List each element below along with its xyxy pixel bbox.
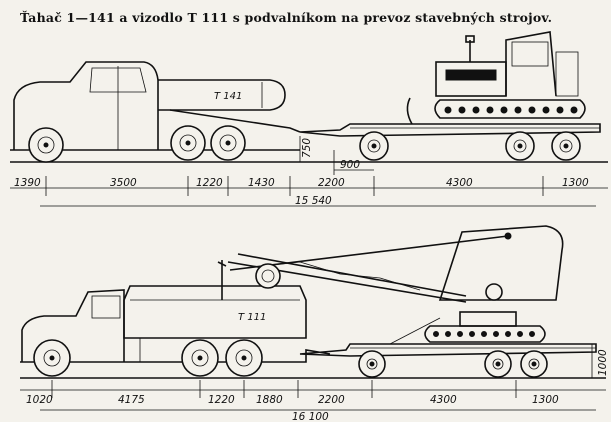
- bottom-excavator: [217, 225, 564, 345]
- bottom-truck-cab: [21, 289, 125, 362]
- top-total-label: 15 540: [295, 195, 332, 207]
- top-dim-4: 1430: [248, 177, 275, 189]
- top-bulldozer: [406, 31, 586, 125]
- bottom-dim-1: 1020: [26, 394, 53, 406]
- bottom-dim-3: 1220: [208, 394, 235, 406]
- top-offset-label: 900: [340, 159, 360, 171]
- bottom-height-label: 1000: [597, 349, 609, 376]
- top-drawbar: [169, 109, 301, 133]
- bottom-dim-5: 2200: [318, 394, 345, 406]
- bottom-dim-7: 1300: [532, 394, 559, 406]
- bottom-trailer-bed: [299, 343, 597, 357]
- bottom-dim-ticks: [51, 380, 517, 398]
- bottom-dim-4: 1880: [256, 394, 283, 406]
- top-dim-5: 2200: [318, 177, 345, 189]
- bottom-truck-wheels: [33, 339, 263, 377]
- top-tractor-body: [158, 79, 286, 111]
- top-trailer-bed: [299, 123, 601, 137]
- bottom-dim-2: 4175: [118, 394, 145, 406]
- bottom-trailer-wheels: [358, 350, 548, 378]
- top-vehicle-drawing: T 141: [10, 31, 608, 207]
- top-tractor-wheels: [28, 125, 246, 163]
- top-tractor-label: T 141: [214, 91, 242, 102]
- bottom-total-label: 16 100: [292, 411, 329, 422]
- bottom-dim-6: 4300: [430, 394, 457, 406]
- bottom-truck-tank: [123, 285, 307, 339]
- bottom-truck-label: T 111: [238, 312, 266, 323]
- top-height-label: 750: [301, 138, 313, 158]
- top-tractor-cab: [13, 61, 159, 150]
- bottom-cab-window: [91, 295, 121, 319]
- top-dim-3: 1220: [196, 177, 223, 189]
- top-dim-1: 1390: [14, 177, 41, 189]
- top-dim-ticks: [45, 176, 544, 196]
- top-dim-6: 4300: [446, 177, 473, 189]
- top-tractor-window: [89, 67, 147, 93]
- top-dim-7: 1300: [562, 177, 589, 189]
- top-dim-2: 3500: [110, 177, 137, 189]
- bottom-vehicle-drawing: T 111: [20, 225, 609, 422]
- figure-caption: Ťahač 1—141 a vizodlo T 111 s podvalníko…: [20, 10, 553, 25]
- top-trailer-wheels: [359, 131, 581, 161]
